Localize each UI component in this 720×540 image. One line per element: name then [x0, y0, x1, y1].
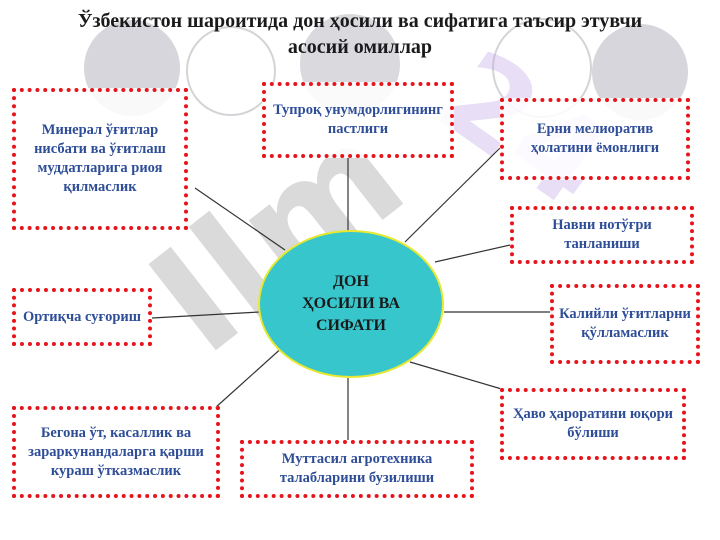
factor-air-temperature: Ҳаво ҳароратини юқори бўлиши — [500, 388, 686, 460]
connector-variety — [434, 244, 511, 263]
factor-soil-fertility: Тупроқ унумдорлигининг пастлиги — [262, 82, 454, 158]
factor-variety-choice: Навни нотўғри танланиши — [510, 206, 694, 264]
page-title: Ўзбекистон шароитида дон ҳосили ва сифат… — [77, 10, 643, 58]
decorative-circle — [186, 26, 276, 116]
factor-over-irrigation: Ортиқча суғориш — [12, 288, 152, 346]
connector-land — [404, 147, 501, 243]
factor-agrotechnics: Муттасил агротехника талабларини бузилиш… — [240, 440, 474, 498]
connector-irrigation — [151, 311, 261, 319]
center-label: ДОН ҲОСИЛИ ВА СИФАТИ — [302, 273, 400, 334]
center-node: ДОН ҲОСИЛИ ВА СИФАТИ — [258, 230, 444, 378]
connector-temperature — [409, 361, 506, 391]
factor-weeds-pests: Бегона ўт, касаллик ва зараркунандаларга… — [12, 406, 220, 498]
factor-land-condition: Ерни мелиоратив ҳолатини ёмонлиги — [500, 98, 690, 180]
factor-mineral-fertilizers: Минерал ўғитлар нисбати ва ўғитлаш мудда… — [12, 88, 188, 230]
factor-potassium: Калийли ўғитларни қўлламаслик — [550, 284, 700, 364]
connector-mineral — [194, 187, 286, 251]
connector-weeds — [214, 344, 286, 409]
